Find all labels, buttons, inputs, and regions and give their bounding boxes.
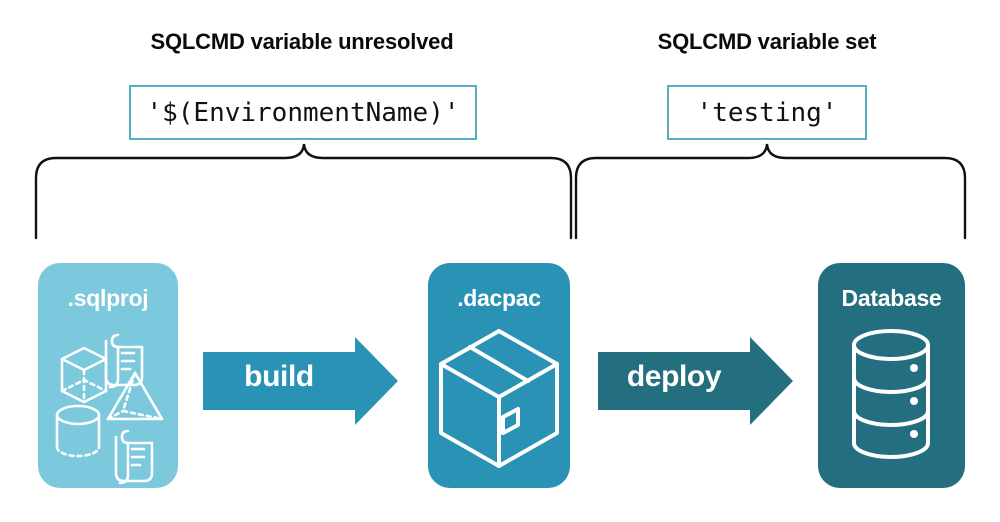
- card-dacpac-label: .dacpac: [457, 285, 541, 311]
- value-box-environment-name: '$(EnvironmentName)': [129, 85, 477, 140]
- card-database[interactable]: Database: [818, 263, 965, 488]
- package-box-icon: [439, 329, 559, 468]
- cylinder-icon: [55, 404, 101, 458]
- pyramid-icon: [106, 371, 164, 421]
- cube-icon: [60, 346, 108, 404]
- value-box-testing: 'testing': [667, 85, 867, 140]
- arrow-build: build: [203, 333, 403, 429]
- arrow-deploy: deploy: [598, 333, 798, 429]
- arrow-build-icon: [203, 337, 398, 425]
- database-cylinder-icon: [852, 329, 930, 459]
- database-status-dots-icon: [910, 364, 918, 438]
- dacpac-package-icon: [439, 329, 559, 468]
- script-scroll-icon: [114, 429, 154, 485]
- card-database-label: Database: [841, 285, 942, 311]
- sqlproj-artifacts-icons: [55, 333, 164, 485]
- brace-left-icon: [34, 143, 573, 240]
- script-scroll-icon: [104, 333, 144, 389]
- card-dacpac[interactable]: .dacpac: [428, 263, 570, 488]
- heading-sqlcmd-variable-unresolved: SQLCMD variable unresolved: [150, 29, 454, 54]
- arrow-deploy-icon: [598, 337, 793, 425]
- card-sqlproj[interactable]: .sqlproj: [38, 263, 178, 488]
- card-sqlproj-label: .sqlproj: [67, 285, 149, 311]
- database-icon-wrap: [852, 329, 930, 459]
- brace-right-icon: [574, 143, 967, 240]
- brace-connectors: [34, 143, 967, 240]
- heading-sqlcmd-variable-set: SQLCMD variable set: [657, 29, 877, 54]
